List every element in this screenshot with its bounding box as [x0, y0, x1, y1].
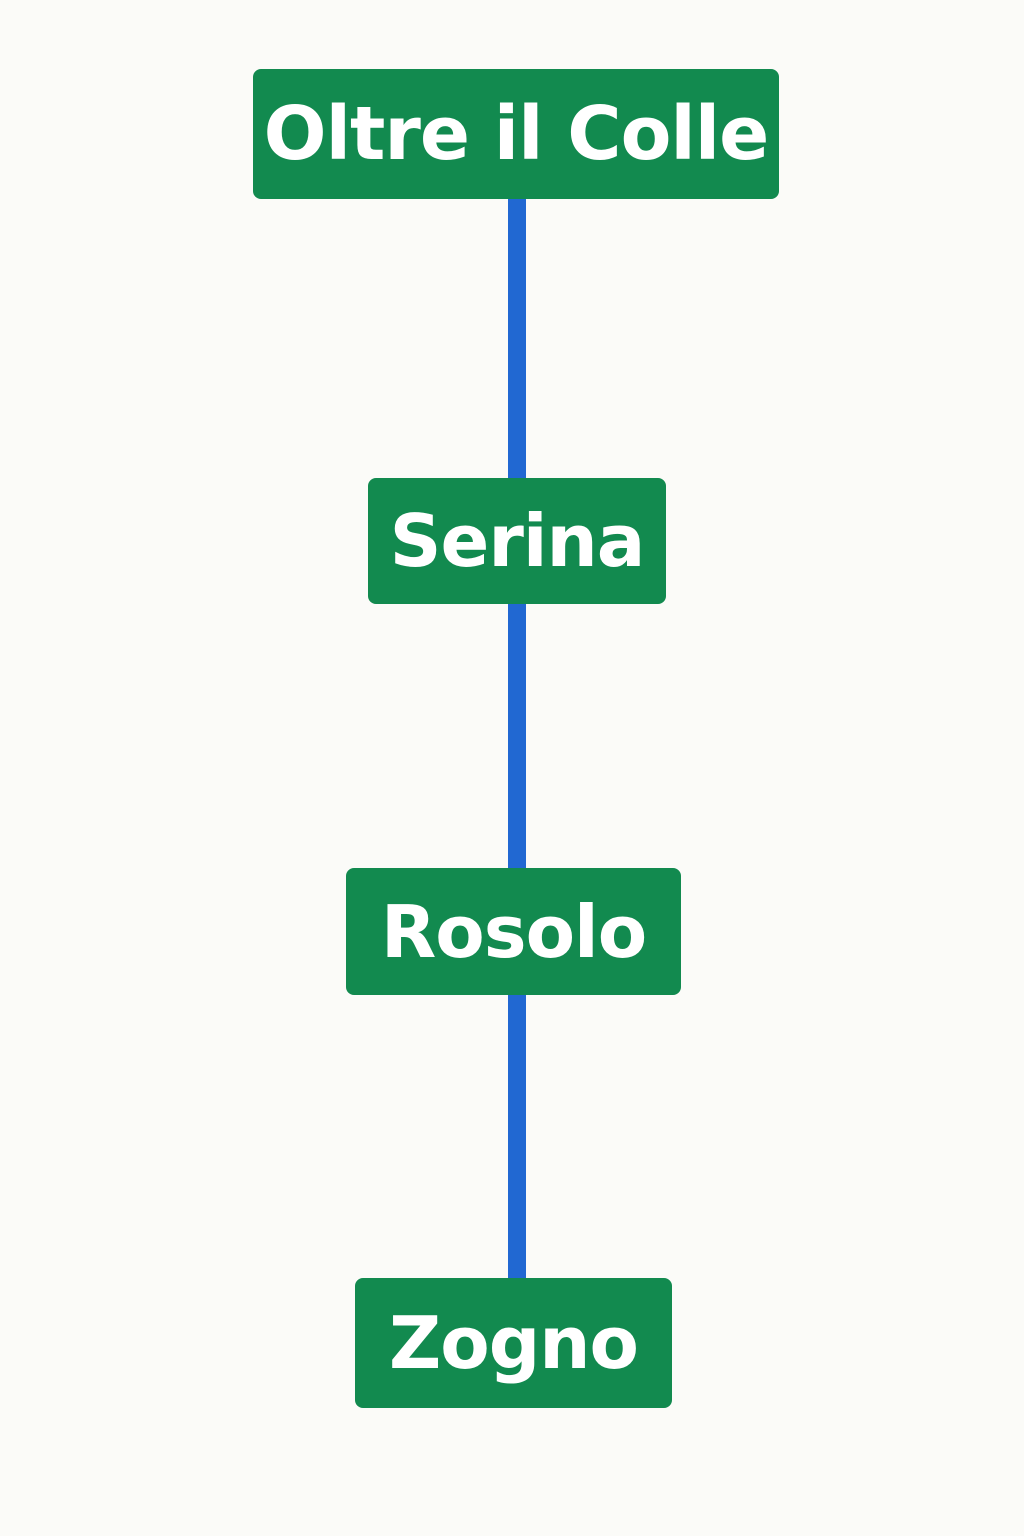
- route-line-segment: [508, 196, 526, 482]
- station-box-zogno: Zogno: [355, 1278, 672, 1408]
- station-label: Zogno: [389, 1301, 639, 1385]
- station-label: Oltre il Colle: [263, 91, 770, 177]
- route-line-segment: [508, 993, 526, 1283]
- station-box-oltre-il-colle: Oltre il Colle: [253, 69, 779, 199]
- route-line-segment: [508, 602, 526, 870]
- station-label: Serina: [389, 499, 646, 583]
- station-label: Rosolo: [380, 889, 647, 974]
- station-box-serina: Serina: [368, 478, 666, 604]
- station-box-rosolo: Rosolo: [346, 868, 681, 995]
